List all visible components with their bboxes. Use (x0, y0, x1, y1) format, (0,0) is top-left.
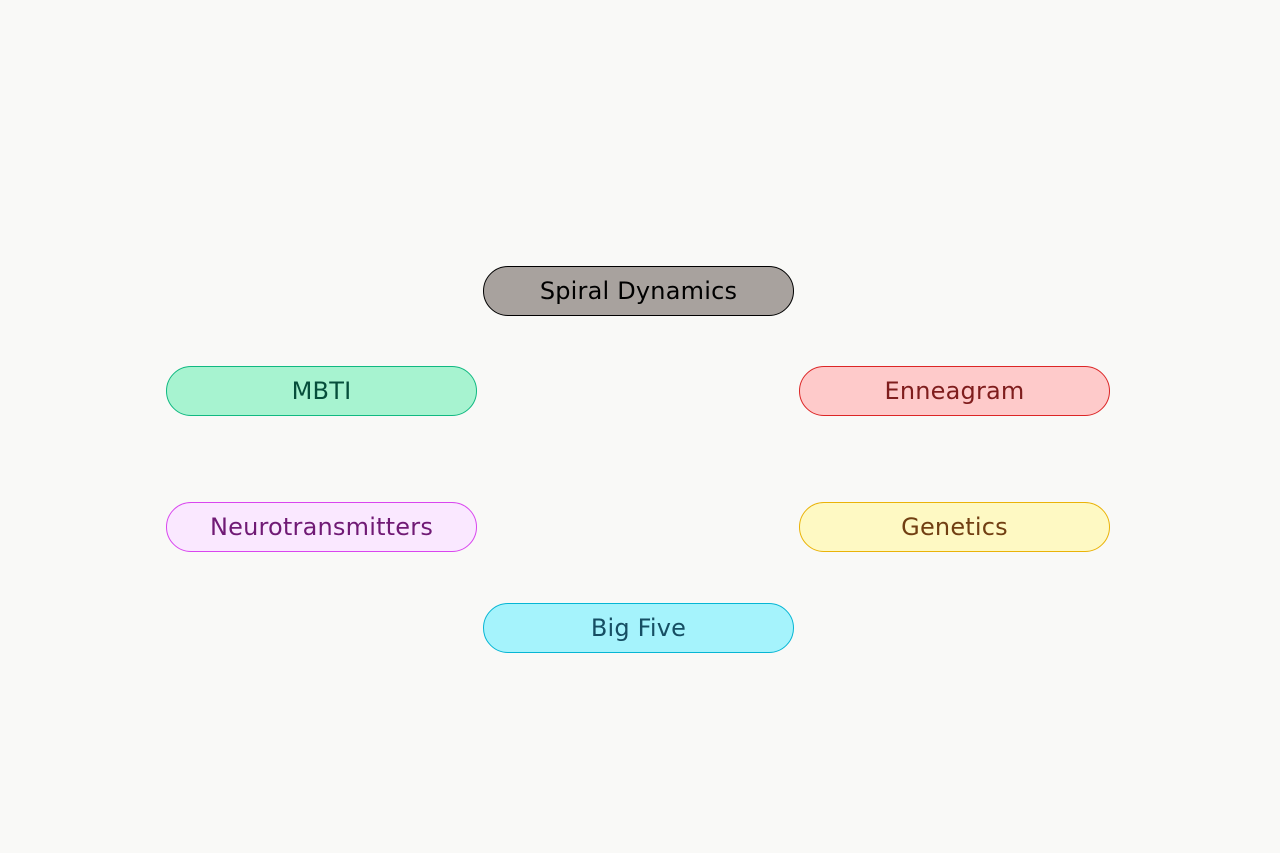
node-label: Enneagram (884, 377, 1025, 405)
node-label: MBTI (291, 377, 352, 405)
node-spiral-dynamics[interactable]: Spiral Dynamics (483, 266, 794, 316)
node-label: Genetics (901, 513, 1008, 541)
node-neurotransmitters[interactable]: Neurotransmitters (166, 502, 477, 552)
node-big-five[interactable]: Big Five (483, 603, 794, 653)
node-label: Neurotransmitters (209, 513, 434, 541)
node-label: Spiral Dynamics (539, 277, 738, 305)
node-genetics[interactable]: Genetics (799, 502, 1110, 552)
node-mbti[interactable]: MBTI (166, 366, 477, 416)
node-enneagram[interactable]: Enneagram (799, 366, 1110, 416)
node-label: Big Five (590, 614, 687, 642)
